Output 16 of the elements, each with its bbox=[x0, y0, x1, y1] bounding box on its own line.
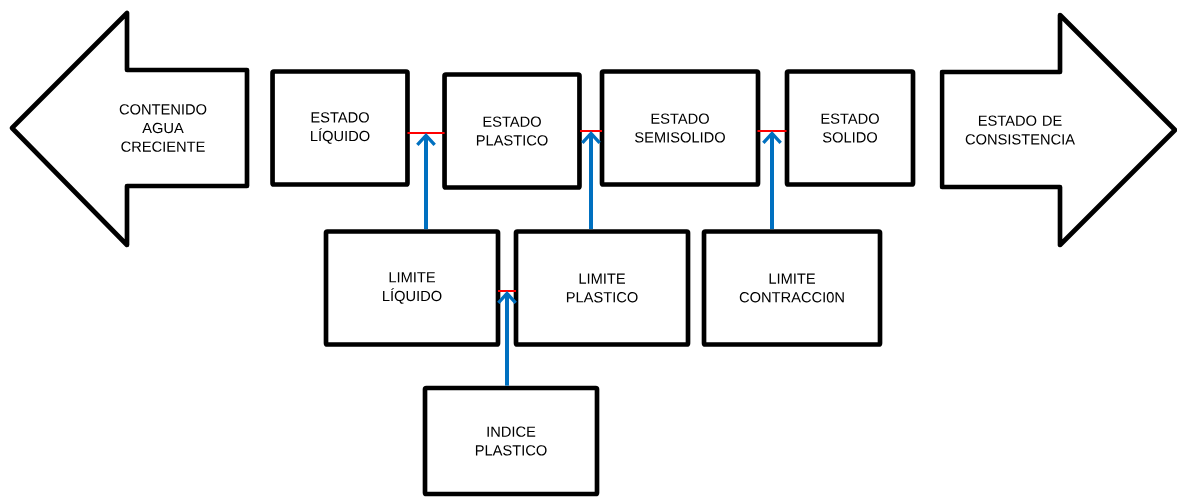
limit-line bbox=[756, 129, 788, 133]
state-box: ESTADO PLASTICO bbox=[442, 72, 582, 190]
arrow bbox=[416, 133, 436, 230]
limit-line bbox=[578, 129, 604, 133]
limit-line bbox=[496, 289, 518, 293]
state-box: ESTADO SEMISOLIDO bbox=[599, 69, 761, 187]
state-box: ESTADO SOLIDO bbox=[784, 69, 916, 187]
arrow bbox=[497, 291, 517, 386]
state-box: ESTADO LÍQUIDO bbox=[270, 69, 410, 187]
state-box: INDICE PLASTICO bbox=[422, 385, 600, 497]
state-box: LIMITE PLASTICO bbox=[513, 229, 691, 347]
limit-line bbox=[406, 131, 446, 135]
arrow bbox=[762, 131, 782, 230]
state-box: LIMITE LÍQUIDO bbox=[323, 229, 501, 347]
state-box: LIMITE CONTRACCI0N bbox=[701, 229, 883, 347]
arrow bbox=[581, 131, 601, 230]
